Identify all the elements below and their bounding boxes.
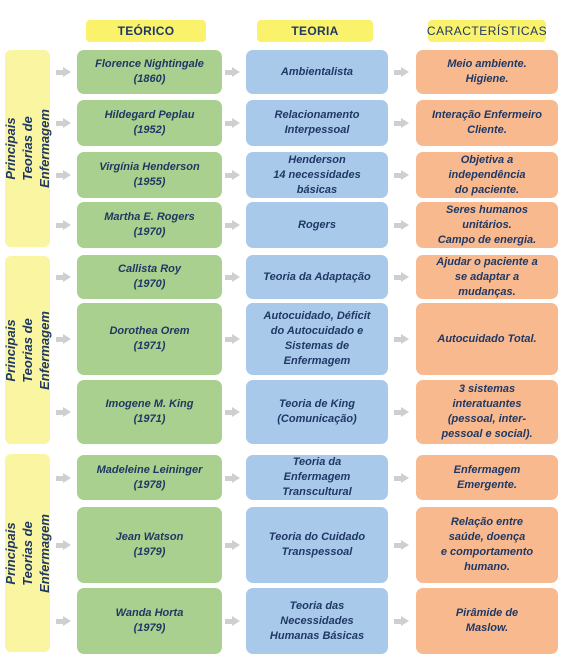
teoria-box: Autocuidado, Déficit do Autocuidado e Si… bbox=[246, 303, 388, 375]
caracteristicas-box: Seres humanos unitários. Campo de energi… bbox=[416, 202, 558, 248]
arrow-right-icon bbox=[56, 540, 71, 550]
teoria-box: Teoria de King (Comunicação) bbox=[246, 380, 388, 444]
arrow-right-icon bbox=[394, 540, 409, 550]
arrow-right-icon bbox=[394, 334, 409, 344]
arrow-right-icon bbox=[56, 67, 71, 77]
caracteristicas-box: Autocuidado Total. bbox=[416, 303, 558, 375]
arrow-right-icon bbox=[225, 118, 240, 128]
arrow-right-icon bbox=[225, 220, 240, 230]
arrow-right-icon bbox=[56, 220, 71, 230]
teorico-box: Madeleine Leininger (1978) bbox=[77, 455, 222, 500]
teorico-box: Martha E. Rogers (1970) bbox=[77, 202, 222, 248]
arrow-right-icon bbox=[394, 472, 409, 483]
teorico-box: Dorothea Orem (1971) bbox=[77, 303, 222, 375]
arrow-right-icon bbox=[394, 616, 409, 626]
teorico-box: Imogene M. King (1971) bbox=[77, 380, 222, 444]
teorico-box: Callista Roy (1970) bbox=[77, 255, 222, 299]
teoria-box: Teoria da Adaptação bbox=[246, 255, 388, 299]
caracteristicas-box: Ajudar o paciente a se adaptar a mudança… bbox=[416, 255, 558, 299]
teoria-box: Teoria da Enfermagem Transcultural bbox=[246, 455, 388, 500]
teoria-box: Ambientalista bbox=[246, 50, 388, 94]
caracteristicas-box: Interação Enfermeiro Cliente. bbox=[416, 100, 558, 146]
arrow-right-icon bbox=[225, 170, 240, 180]
arrow-right-icon bbox=[225, 472, 240, 483]
teoria-box: Relacionamento Interpessoal bbox=[246, 100, 388, 146]
arrow-right-icon bbox=[394, 272, 409, 282]
arrow-right-icon bbox=[394, 407, 409, 417]
teorico-box: Jean Watson (1979) bbox=[77, 507, 222, 583]
arrow-right-icon bbox=[225, 67, 240, 77]
arrow-right-icon bbox=[56, 272, 71, 282]
arrow-right-icon bbox=[56, 170, 71, 180]
arrow-right-icon bbox=[56, 472, 71, 483]
teoria-box: Teoria das Necessidades Humanas Básicas bbox=[246, 588, 388, 654]
arrow-right-icon bbox=[394, 67, 409, 77]
arrow-right-icon bbox=[225, 407, 240, 417]
teoria-box: Teoria do Cuidado Transpessoal bbox=[246, 507, 388, 583]
group-label-3: Principais Teorias de Enfermagem bbox=[3, 454, 52, 652]
arrow-right-icon bbox=[225, 272, 240, 282]
teoria-box: Rogers bbox=[246, 202, 388, 248]
teorico-box: Wanda Horta (1979) bbox=[77, 588, 222, 654]
arrow-right-icon bbox=[394, 118, 409, 128]
arrow-right-icon bbox=[394, 220, 409, 230]
caracteristicas-box: Meio ambiente. Higiene. bbox=[416, 50, 558, 94]
teorico-box: Florence Nightingale (1860) bbox=[77, 50, 222, 94]
teoria-box: Henderson 14 necessidades básicas bbox=[246, 152, 388, 198]
group-label-2: Principais Teorias de Enfermagem bbox=[3, 256, 52, 444]
caracteristicas-box: 3 sistemas interatuantes (pessoal, inter… bbox=[416, 380, 558, 444]
group-label-1: Principais Teorias de Enfermagem bbox=[3, 50, 52, 247]
arrow-right-icon bbox=[56, 407, 71, 417]
caracteristicas-box: Pirâmide de Maslow. bbox=[416, 588, 558, 654]
arrow-right-icon bbox=[225, 540, 240, 550]
arrow-right-icon bbox=[225, 616, 240, 626]
caracteristicas-box: Relação entre saúde, doença e comportame… bbox=[416, 507, 558, 583]
header-teorico: TEÓRICO bbox=[86, 20, 206, 42]
arrow-right-icon bbox=[56, 334, 71, 344]
header-caracteristicas: CARACTERÍSTICAS bbox=[427, 20, 547, 42]
teorico-box: Hildegard Peplau (1952) bbox=[77, 100, 222, 146]
header-teoria: TEORIA bbox=[257, 20, 373, 42]
teorico-box: Virgínia Henderson (1955) bbox=[77, 152, 222, 198]
arrow-right-icon bbox=[394, 170, 409, 180]
arrow-right-icon bbox=[225, 334, 240, 344]
arrow-right-icon bbox=[56, 616, 71, 626]
caracteristicas-box: Enfermagem Emergente. bbox=[416, 455, 558, 500]
arrow-right-icon bbox=[56, 118, 71, 128]
caracteristicas-box: Objetiva a independência do paciente. bbox=[416, 152, 558, 198]
